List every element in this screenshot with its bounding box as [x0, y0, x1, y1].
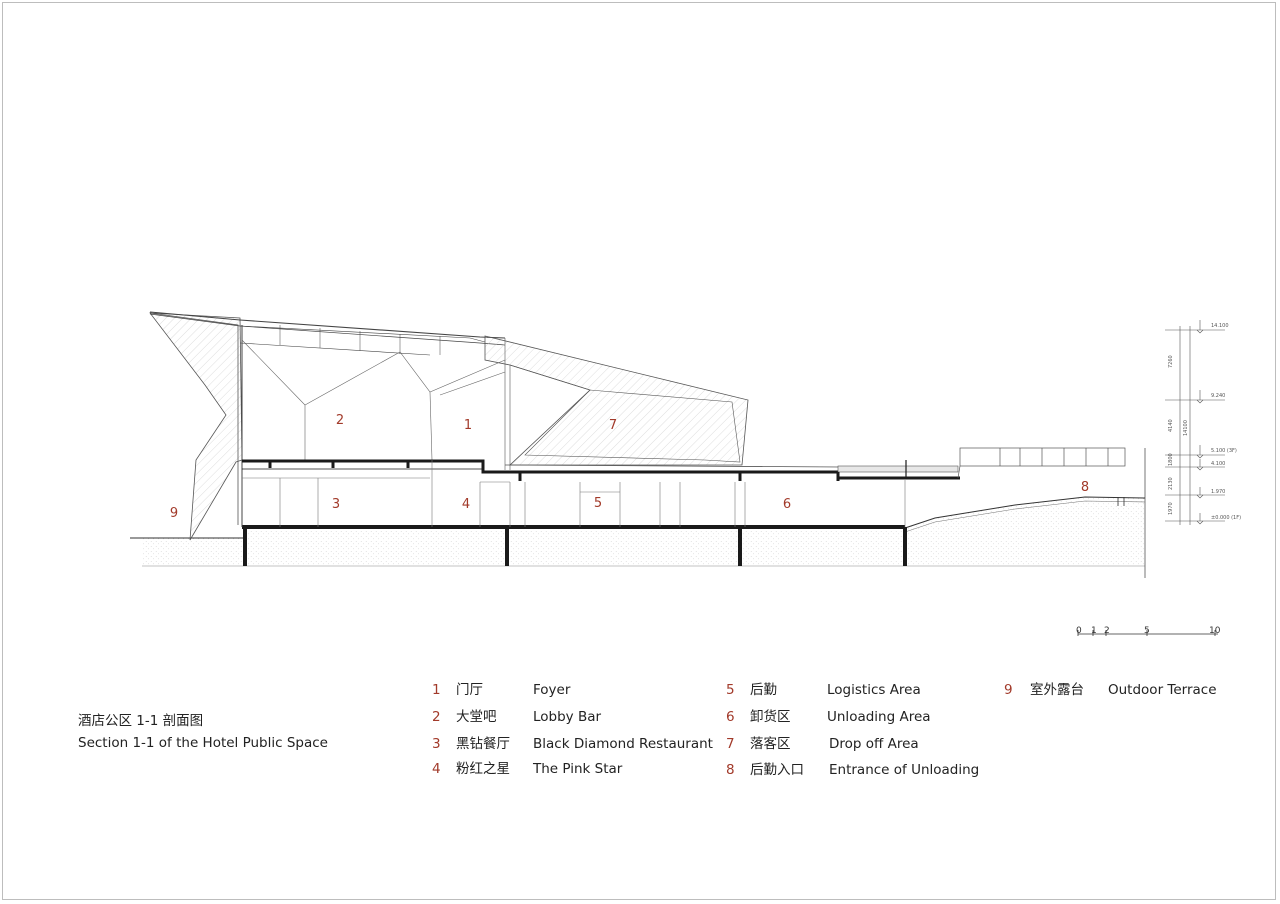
legend-item-3: 3 黑钻餐厅 Black Diamond Restaurant [432, 736, 713, 752]
scale-label-0: 0 [1076, 626, 1082, 636]
level-chain [1165, 320, 1225, 525]
lobby-folds [241, 339, 506, 461]
unloading-structure [957, 447, 1126, 479]
level-5100: 5.100 (3F) [1211, 448, 1237, 454]
drawing-title: 酒店公区 1-1 剖面图 Section 1-1 of the Hotel Pu… [78, 710, 328, 754]
zone-label-9: 9 [170, 506, 178, 521]
level-0000: ±0.000 (1F) [1211, 515, 1241, 521]
floor-slabs [242, 459, 960, 481]
basement-earth [245, 528, 905, 566]
foundation [242, 525, 907, 566]
dim-1970: 1970 [1168, 502, 1174, 515]
zone-label-6: 6 [783, 497, 791, 512]
zone-label-1: 1 [464, 418, 472, 433]
legend-item-6: 6 卸货区 Unloading Area [726, 709, 931, 725]
right-canopy [484, 335, 749, 470]
dim-1800: 1800 [1168, 453, 1174, 466]
level-1970: 1.970 [1211, 489, 1225, 495]
level-14100: 14.100 [1211, 323, 1229, 329]
dim-4140: 4140 [1168, 419, 1174, 432]
zone-label-7: 7 [609, 418, 617, 433]
ramp-earth [905, 497, 1145, 566]
title-en: Section 1-1 of the Hotel Public Space [78, 735, 328, 751]
dim-7260: 7260 [1168, 355, 1174, 368]
zone-labels: 1 2 3 4 5 6 7 8 9 [170, 413, 1089, 521]
scale-bar: 0 1 2 5 10 [1076, 626, 1221, 636]
dim-14100: 14100 [1183, 420, 1189, 436]
ground [130, 448, 1146, 578]
scale-label-1: 1 [1091, 626, 1097, 636]
legend-item-2: 2 大堂吧 Lobby Bar [432, 709, 602, 725]
legend-item-1: 1 门厅 Foyer [432, 682, 571, 698]
legend-item-5: 5 后勤 Logistics Area [726, 682, 921, 698]
level-labels: 14.100 9.240 5.100 (3F) 4.100 1.970 ±0.0… [1168, 323, 1241, 521]
title-cn: 酒店公区 1-1 剖面图 [78, 713, 204, 729]
legend-item-8: 8 后勤入口 Entrance of Unloading [726, 762, 980, 778]
scale-label-5: 5 [1144, 626, 1150, 636]
scale-label-2: 2 [1104, 626, 1110, 636]
zone-label-2: 2 [336, 413, 344, 428]
legend-item-7: 7 落客区 Drop off Area [726, 736, 919, 752]
scale-label-10: 10 [1209, 626, 1221, 636]
legend-item-4: 4 粉红之星 The Pink Star [432, 761, 623, 777]
level-4100: 4.100 [1211, 461, 1225, 467]
dim-2130: 2130 [1168, 477, 1174, 490]
zone-label-5: 5 [594, 496, 602, 511]
zone-label-4: 4 [462, 497, 470, 512]
zone-label-3: 3 [332, 497, 340, 512]
legend-item-9: 9 室外露台 Outdoor Terrace [1004, 682, 1217, 698]
level-9240: 9.240 [1211, 393, 1225, 399]
left-wing [149, 312, 243, 541]
zone-label-8: 8 [1081, 480, 1089, 495]
partitions [242, 460, 906, 527]
